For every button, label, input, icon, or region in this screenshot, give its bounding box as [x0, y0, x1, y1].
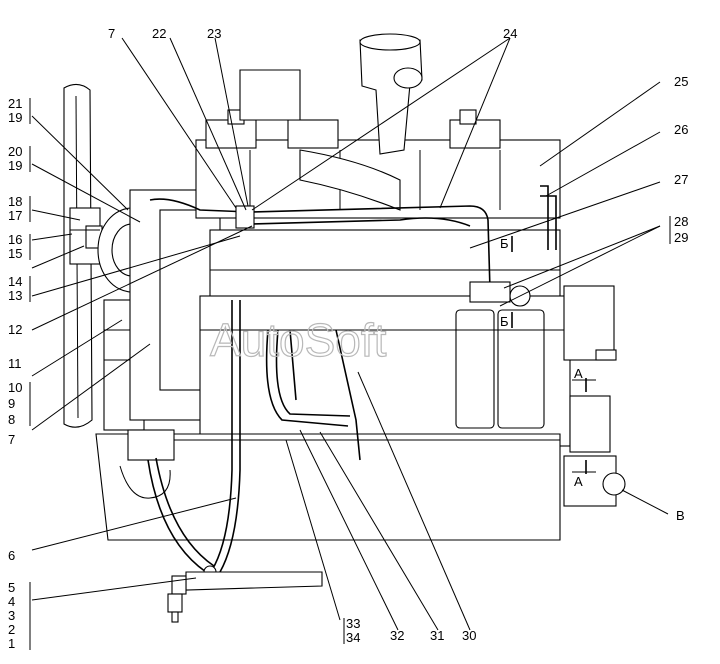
drain-bracket — [167, 571, 323, 623]
callout-29: 29 — [674, 230, 688, 245]
callout-6: 6 — [8, 548, 15, 563]
callout-26: 26 — [674, 122, 688, 137]
callout-27: 27 — [674, 172, 688, 187]
callout-12: 12 — [8, 322, 22, 337]
callout-10: 10 — [8, 380, 22, 395]
callout-22: 22 — [152, 26, 166, 41]
callout-14: 14 — [8, 274, 22, 289]
callout-19-a: 19 — [8, 110, 22, 125]
callout-25: 25 — [674, 74, 688, 89]
callout-1: 1 — [8, 636, 15, 651]
callout-34: 34 — [346, 630, 360, 645]
callout-9: 9 — [8, 396, 15, 411]
callout-5: 5 — [8, 580, 15, 595]
section-a-top: А — [574, 366, 583, 381]
callout-8: 8 — [8, 412, 15, 427]
callout-28: 28 — [674, 214, 688, 229]
callout-19-b: 19 — [8, 158, 22, 173]
callout-18: 18 — [8, 194, 22, 209]
fuel-lines — [149, 185, 557, 291]
intake-elbow — [239, 33, 423, 211]
callout-2: 2 — [8, 622, 15, 637]
right-bracket — [563, 285, 626, 507]
callout-31: 31 — [430, 628, 444, 643]
callout-20: 20 — [8, 144, 22, 159]
callout-13: 13 — [8, 288, 22, 303]
callout-23: 23 — [207, 26, 221, 41]
section-a-bottom: А — [574, 474, 583, 489]
callout-3: 3 — [8, 608, 15, 623]
callout-15: 15 — [8, 246, 22, 261]
fan-hub — [69, 207, 103, 265]
callout-4: 4 — [8, 594, 15, 609]
crankcase-hoses — [265, 329, 361, 461]
callout-11: 11 — [8, 356, 22, 371]
callout-32: 32 — [390, 628, 404, 643]
callout-21: 21 — [8, 96, 22, 111]
section-markers — [511, 236, 596, 474]
section-b-top: Б — [500, 236, 509, 251]
section-b-bottom: Б — [500, 314, 509, 329]
callout-v: В — [676, 508, 685, 523]
watermark-text: AutoSoft — [210, 314, 387, 366]
cylinder-head — [195, 109, 561, 219]
callout-16: 16 — [8, 232, 22, 247]
leader-lines — [31, 37, 669, 631]
callout-7-left: 7 — [8, 432, 15, 447]
label-bracket-bars — [29, 98, 671, 650]
callout-7-top: 7 — [108, 26, 115, 41]
callout-labels: 7 22 23 24 25 26 27 28 29 21 19 20 19 18… — [8, 26, 688, 651]
callout-17: 17 — [8, 208, 22, 223]
callout-24: 24 — [503, 26, 517, 41]
callout-33: 33 — [346, 616, 360, 631]
filters — [455, 281, 545, 429]
callout-30: 30 — [462, 628, 476, 643]
